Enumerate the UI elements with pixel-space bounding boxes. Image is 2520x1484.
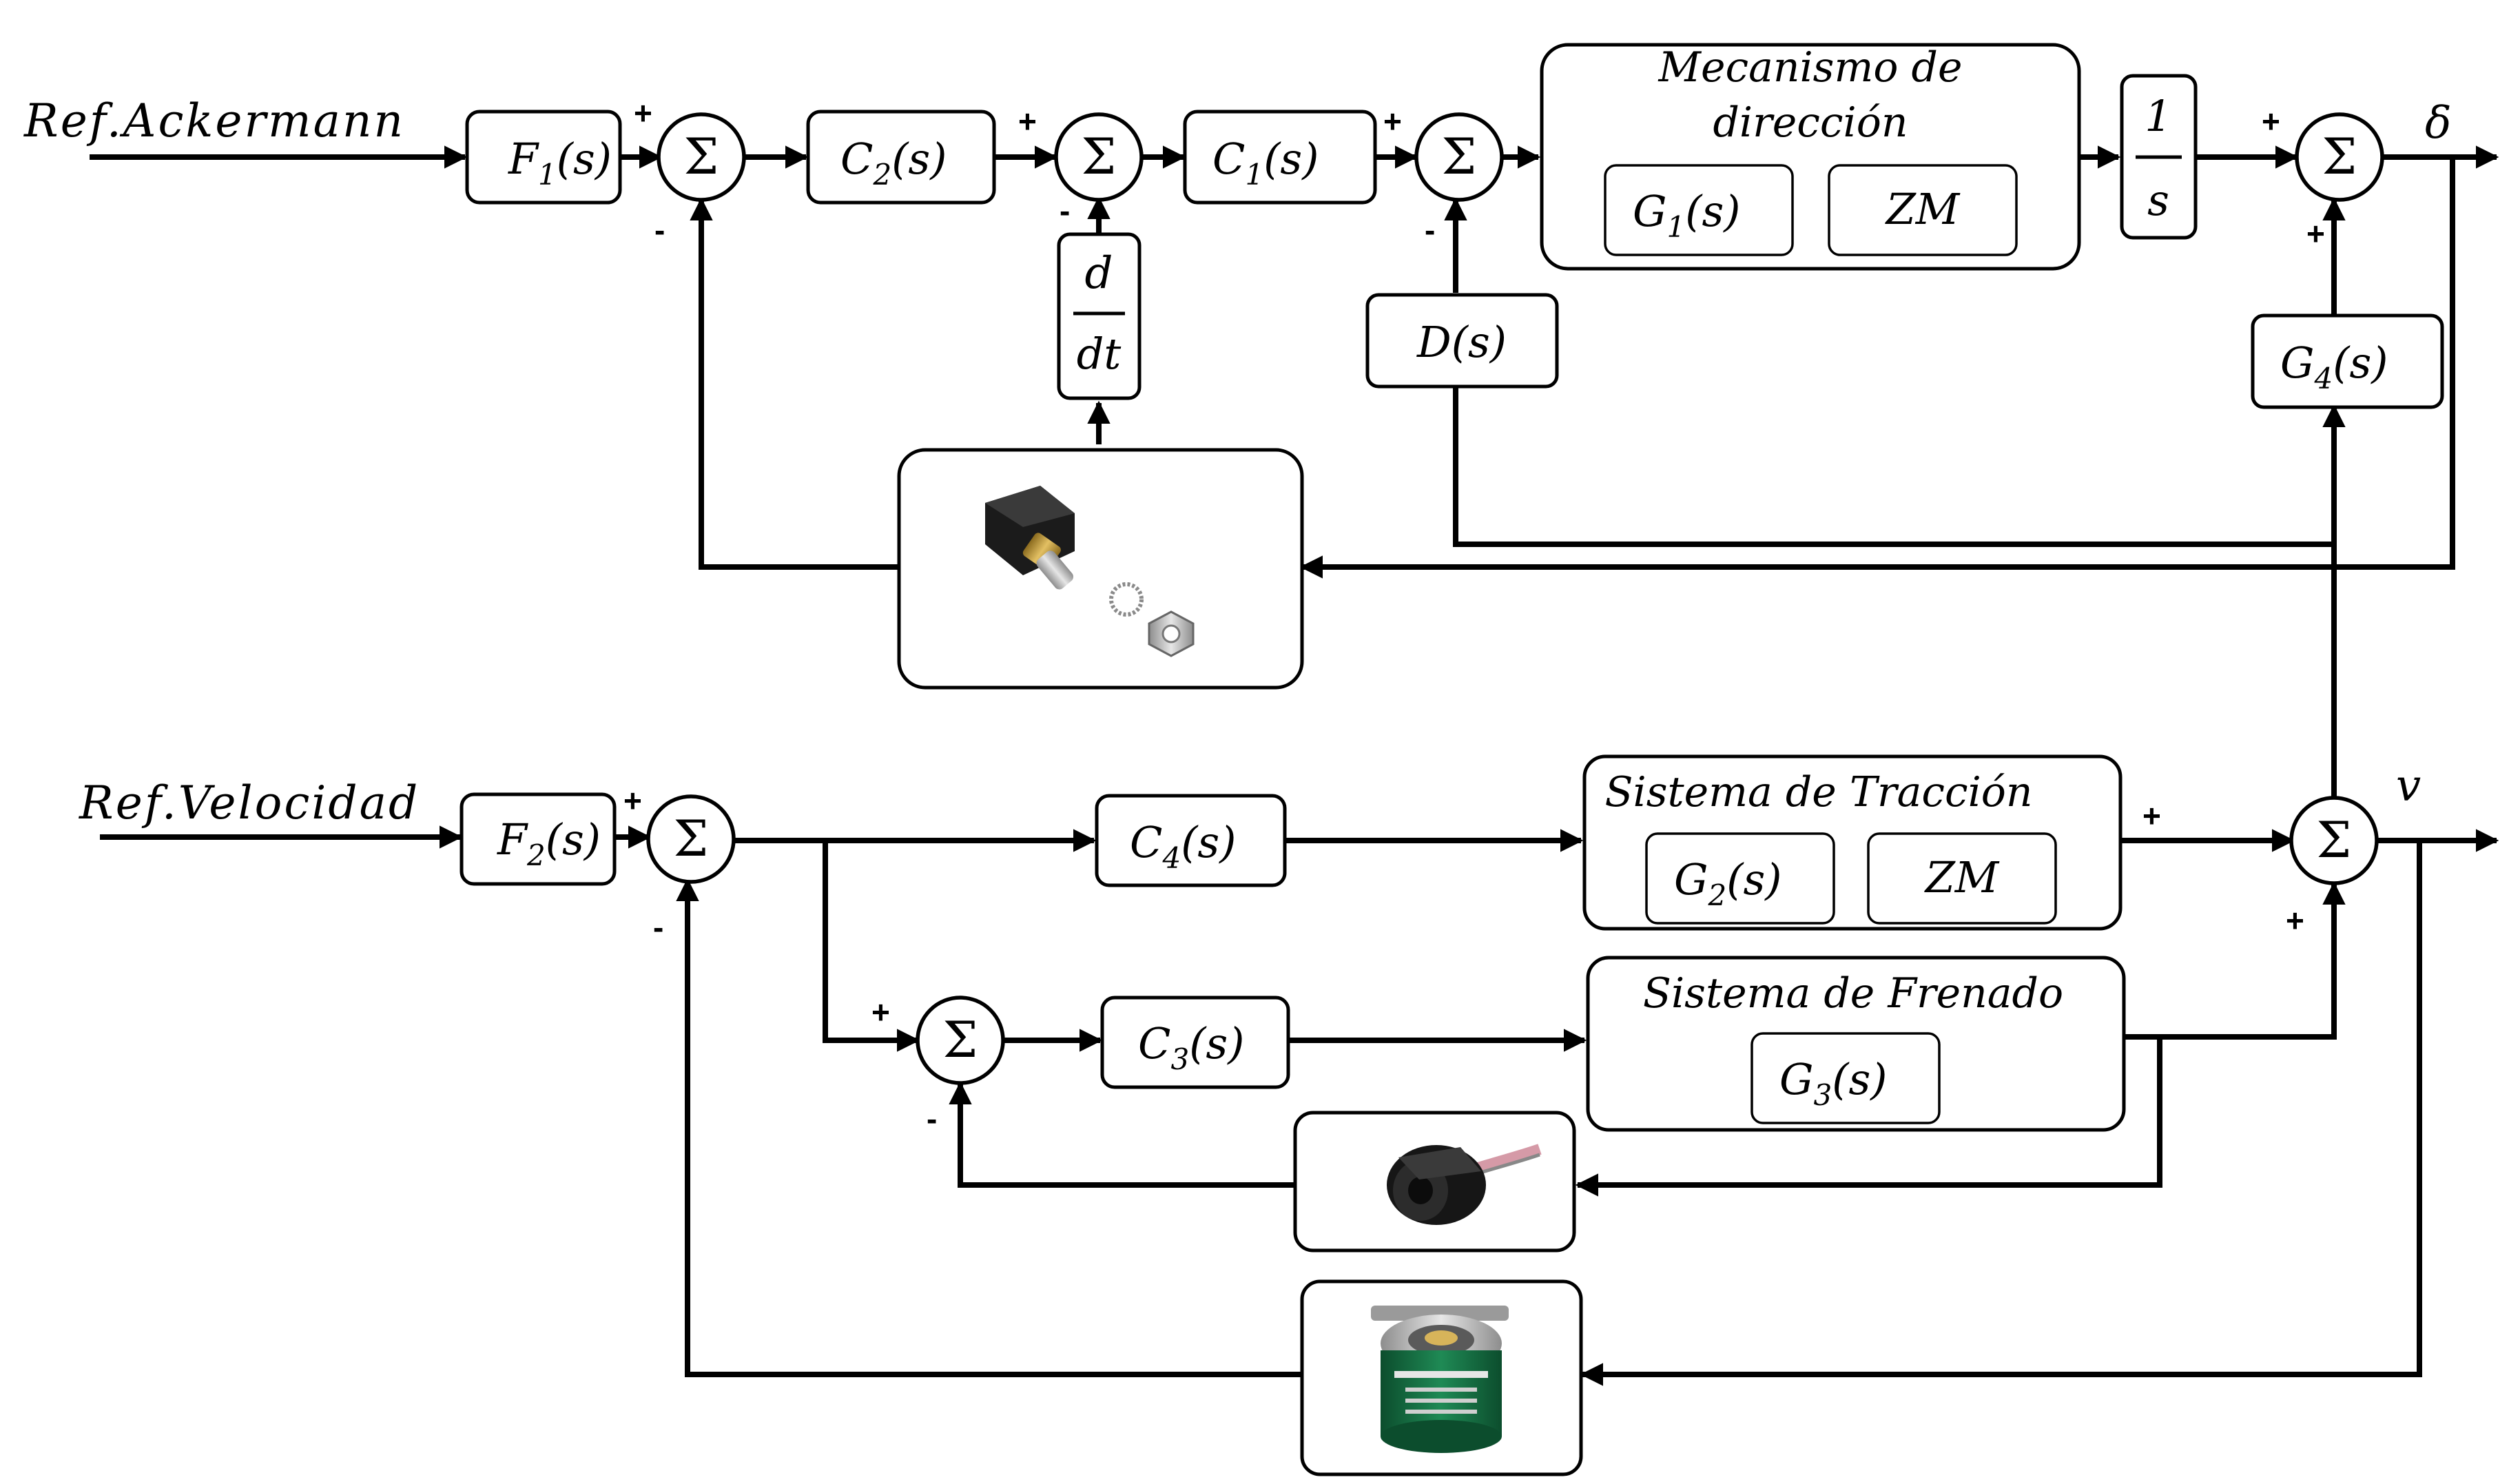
sum-junction-4: Σ xyxy=(2295,112,2384,202)
traction-title: Sistema de Tracción xyxy=(1604,768,2032,816)
sum-junction-2: Σ xyxy=(1054,112,1144,202)
sum4-plus-top-sign: + xyxy=(2262,103,2280,139)
bottom-loop-wires xyxy=(100,825,2499,1386)
braking-title: Sistema de Frenado xyxy=(1643,969,2063,1018)
svg-text:Σ: Σ xyxy=(2317,811,2352,869)
sum7-minus-sign: - xyxy=(927,1101,937,1137)
svg-text:Σ: Σ xyxy=(1082,127,1117,185)
motor-encoder-sensor-block xyxy=(1293,1111,1576,1253)
sum6-plus-bottom-sign: + xyxy=(2286,903,2304,938)
sum-junction-3: Σ xyxy=(1414,112,1504,202)
svg-text:ZM: ZM xyxy=(1885,184,1961,234)
sum-junction-1: Σ xyxy=(657,112,746,202)
svg-text:D(s): D(s) xyxy=(1416,317,1507,367)
sum3-minus-sign: - xyxy=(1425,212,1435,248)
block-integrator: 1 s xyxy=(2120,74,2198,240)
sum-junction-7: Σ xyxy=(916,996,1005,1085)
motor-encoder-icon xyxy=(1387,1144,1542,1225)
sum1-minus-sign: - xyxy=(654,212,665,248)
top-loop-wires xyxy=(90,145,2499,799)
svg-text:G4(s): G4(s) xyxy=(2280,338,2388,395)
svg-text:Σ: Σ xyxy=(674,810,709,867)
svg-text:F1(s): F1(s) xyxy=(508,134,612,192)
svg-text:Σ: Σ xyxy=(943,1011,978,1069)
block-g2: G2(s) xyxy=(1645,832,1835,925)
delta-output-label: δ xyxy=(2425,98,2452,149)
svg-text:Σ: Σ xyxy=(1442,127,1477,185)
block-f2: F2(s) xyxy=(459,792,617,886)
block-derivative: d dt xyxy=(1057,232,1142,400)
rotary-encoder-sensor-block xyxy=(1300,1279,1583,1476)
block-g3: G3(s) xyxy=(1750,1032,1941,1124)
svg-text:G2(s): G2(s) xyxy=(1674,854,1781,912)
svg-text:C4(s): C4(s) xyxy=(1130,817,1236,875)
steering-title-line2: dirección xyxy=(1713,99,1908,147)
sum7-plus-sign: + xyxy=(871,994,890,1030)
block-c4: C4(s) xyxy=(1095,794,1287,887)
block-c2: C2(s) xyxy=(806,110,996,205)
ref-velocidad-label: Ref.Velocidad xyxy=(79,776,420,829)
svg-text:ZM: ZM xyxy=(1924,852,2000,903)
ref-ackermann-label: Ref.Ackermann xyxy=(23,94,405,147)
svg-text:C1(s): C1(s) xyxy=(1212,134,1319,192)
svg-text:G3(s): G3(s) xyxy=(1779,1054,1887,1112)
potentiometer-sensor-block xyxy=(897,448,1304,690)
block-f1: F1(s) xyxy=(465,110,622,205)
sum2-minus-sign: - xyxy=(1060,193,1070,229)
svg-text:s: s xyxy=(2147,175,2169,225)
block-c1: C1(s) xyxy=(1183,110,1377,205)
svg-text:1: 1 xyxy=(2145,91,2171,141)
svg-text:C3(s): C3(s) xyxy=(1138,1018,1244,1076)
steering-title-line1: Mecanismo de xyxy=(1658,43,1963,92)
block-zm-traction: ZM xyxy=(1867,832,2057,925)
sum2-plus-sign: + xyxy=(1018,103,1037,139)
v-output-label: v xyxy=(2396,761,2421,812)
sum5-minus-sign: - xyxy=(653,909,663,945)
sum4-plus-bottom-sign: + xyxy=(2306,216,2325,251)
steering-mechanism-block: Mecanismo de dirección G1(s) ZM xyxy=(1540,43,2081,271)
svg-text:d: d xyxy=(1085,248,1113,299)
block-d: D(s) xyxy=(1365,293,1559,389)
block-g1: G1(s) xyxy=(1604,164,1794,256)
svg-text:dt: dt xyxy=(1077,329,1122,379)
svg-text:Σ: Σ xyxy=(684,127,719,185)
potentiometer-icon xyxy=(985,486,1195,657)
traction-system-block: Sistema de Tracción G2(s) ZM xyxy=(1582,754,2123,931)
sum5-plus-sign: + xyxy=(623,783,642,818)
svg-text:G1(s): G1(s) xyxy=(1633,186,1740,244)
sum-junction-6: Σ xyxy=(2289,796,2379,885)
svg-text:F2(s): F2(s) xyxy=(497,814,601,872)
sum3-plus-sign: + xyxy=(1383,103,1402,139)
sum1-plus-sign: + xyxy=(634,95,652,131)
sum-junction-5: Σ xyxy=(646,794,736,884)
block-zm-steering: ZM xyxy=(1828,164,2018,256)
braking-system-block: Sistema de Frenado G3(s) xyxy=(1586,956,2126,1132)
sum6-plus-top-sign: + xyxy=(2142,798,2161,834)
svg-text:C2(s): C2(s) xyxy=(840,134,947,192)
rotary-encoder-icon xyxy=(1371,1306,1509,1453)
block-c3: C3(s) xyxy=(1100,996,1290,1089)
svg-text:Σ: Σ xyxy=(2322,127,2357,185)
block-g4: G4(s) xyxy=(2251,313,2444,409)
